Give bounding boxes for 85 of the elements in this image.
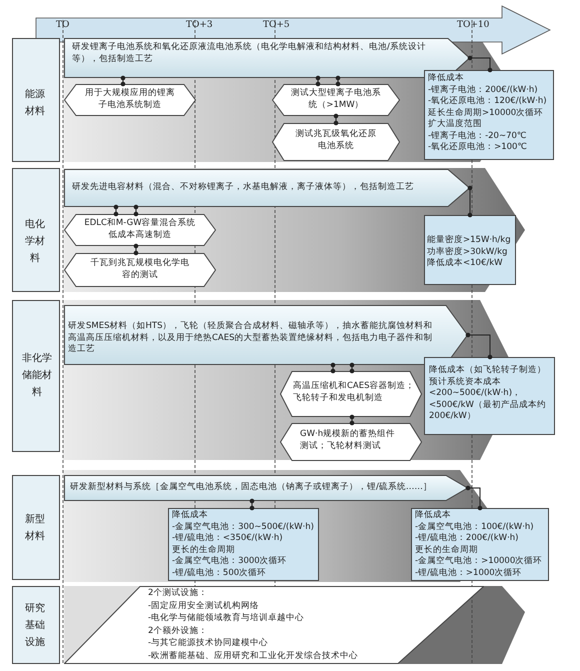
- target-text: 功率密度>30kW/kg: [427, 246, 508, 258]
- target-text: 降低成本（如飞轮转子制造）预计系统资本成本<200~500€/(kW·h)，<500€/kW（最初产品成本约200€/kW）: [429, 365, 547, 422]
- connector-line: [120, 76, 126, 86]
- infrastructure-text: -欧洲蓄能基础、应用研究和工业化开发综合技术中心: [148, 650, 360, 662]
- connector-line: [466, 486, 482, 510]
- milestone-hexagon: [280, 371, 422, 417]
- connector-line: [468, 56, 492, 72]
- connector-line: [336, 76, 340, 86]
- row-header-box: [12, 300, 60, 452]
- target-text: 延长生命周期>10000次循环: [428, 108, 544, 118]
- infrastructure-text: -固定应用安全测试机构网络: [148, 600, 260, 612]
- target-text: -氧化还原电池：120€/(kW·h): [428, 96, 548, 108]
- target-text: 扩大温度范围: [428, 119, 483, 130]
- target-text: 降低成本<10€/kW: [427, 258, 504, 270]
- target-text: -锂/硫电池：>1000次循环: [415, 568, 523, 579]
- row-header-box: [12, 475, 60, 580]
- target-box: [411, 508, 549, 581]
- connector-line: [330, 362, 336, 374]
- target-box: [168, 508, 319, 581]
- target-text: -锂/硫电池：<350€/(kW·h): [172, 533, 284, 544]
- task-banner: [64, 475, 468, 501]
- milestone-hexagon: [64, 214, 216, 246]
- connector-line: [468, 186, 472, 218]
- connector-line: [350, 414, 354, 426]
- target-text: -金属空气电池：100€/(kW·h): [415, 522, 535, 533]
- timeline-tick-label: TO+3: [186, 20, 213, 30]
- timeline-tick-label: TO+5: [263, 20, 290, 30]
- milestone-hexagon: [64, 253, 216, 287]
- connector-line: [334, 114, 338, 126]
- milestone-hexagon: [64, 84, 196, 116]
- milestone-text: 千瓦到兆瓦规模电化学电容的测试: [90, 258, 190, 281]
- target-text: -金属空气电池：300~500€/(kW·h): [172, 522, 315, 533]
- task-banner: [64, 305, 468, 365]
- target-text: -锂离子电池：200€/(kW·h): [428, 84, 539, 96]
- target-box: [424, 70, 554, 160]
- timeline-tick-label: TO: [56, 20, 70, 30]
- target-text: 更长的生命周期: [172, 544, 236, 556]
- target-text: -氧化还原电池：>100℃: [428, 142, 528, 154]
- target-text: 降低成本: [415, 510, 452, 522]
- connector-line: [350, 362, 354, 374]
- target-text: 降低成本: [172, 510, 209, 522]
- infrastructure-text: -电化学与储能领域教育与培训卓越中心: [148, 612, 306, 624]
- task-banner: [64, 169, 470, 207]
- row-title: 研究基础设施: [24, 602, 46, 650]
- target-text: 能量密度>15W·h/kg: [427, 235, 512, 246]
- target-text: 更长的生命周期: [415, 544, 479, 556]
- milestone-hexagon: [272, 84, 400, 116]
- milestone-text: GW·h规模新的蓄热组件测试；飞轮材料测试: [300, 429, 396, 452]
- milestone-text: 用于大规模应用的锂离子电池系统制造: [84, 88, 176, 111]
- connector-line: [466, 332, 492, 360]
- target-text: -金属空气电池：>10000次循环: [415, 556, 544, 568]
- task-text: 研发先进电容材料（混合、不对称锂离子，水基电解液，离子液体等），包括制造工艺: [72, 182, 415, 194]
- connector-line: [134, 204, 138, 216]
- timeline-tick-label: TO+10: [457, 20, 490, 30]
- connector-line: [316, 76, 320, 86]
- connector-line: [114, 204, 118, 216]
- row-title: 能源材料: [24, 88, 46, 119]
- row-title: 非化学储能材料: [21, 352, 53, 400]
- target-text: -锂/硫电池：500次循环: [172, 568, 268, 579]
- task-text: 研发新型材料与系统［金属空气电池系统，固态电池（钠离子或锂离子），锂/硫系统……］: [70, 482, 433, 494]
- infrastructure-panel: [64, 586, 484, 664]
- task-text: 研发锂离子电池系统和氧化还原液流电池系统（电化学电解液和结构材料、电池/系统设计等），包括制造工艺: [72, 42, 427, 65]
- target-text: -锂离子电池：-20~70℃: [428, 130, 528, 142]
- infrastructure-text: -与其它能源技术协同建模中心: [148, 637, 270, 650]
- row-header-box: [12, 168, 60, 292]
- target-box: [424, 215, 516, 285]
- milestone-text: 测试兆瓦级氧化还原电池系统: [294, 129, 378, 152]
- milestone-hexagon: [272, 123, 400, 161]
- infrastructure-text: 2个额外设施：: [148, 624, 208, 637]
- milestone-text: 测试大型锂离子电池系统（>1MW）: [290, 88, 382, 111]
- row-title: 新型材料: [24, 512, 46, 544]
- target-box: [424, 357, 555, 435]
- infrastructure-text: 2个测试设施：: [148, 587, 208, 600]
- milestone-text: EDLC和M-GW容量混合系统低成本高速制造: [84, 218, 196, 241]
- target-text: -金属空气电池：3000次循环: [172, 556, 288, 568]
- row-header-box: [12, 38, 60, 162]
- milestone-text: 高温压缩机和CAES容器制造；飞轮转子和发电机制造: [293, 381, 415, 404]
- milestone-hexagon: [280, 423, 422, 461]
- connector-line: [250, 498, 254, 510]
- row-header-box: [12, 586, 60, 664]
- connector-line: [134, 244, 138, 256]
- target-text: 降低成本: [428, 73, 465, 84]
- task-text: 研发SMES材料（如HTS），飞轮（轻质聚合合成材料、磁轴承等），抽水蓄能抗腐蚀材料和高温高压压缩机材料，以及用于绝热CAES的大型蓄热装置绝缘材料，包括电力电子器件和制造工艺: [68, 321, 434, 356]
- row-title: 电化学材料: [24, 218, 46, 266]
- target-text: -锂/硫电池：200€/(kW·h): [415, 533, 520, 544]
